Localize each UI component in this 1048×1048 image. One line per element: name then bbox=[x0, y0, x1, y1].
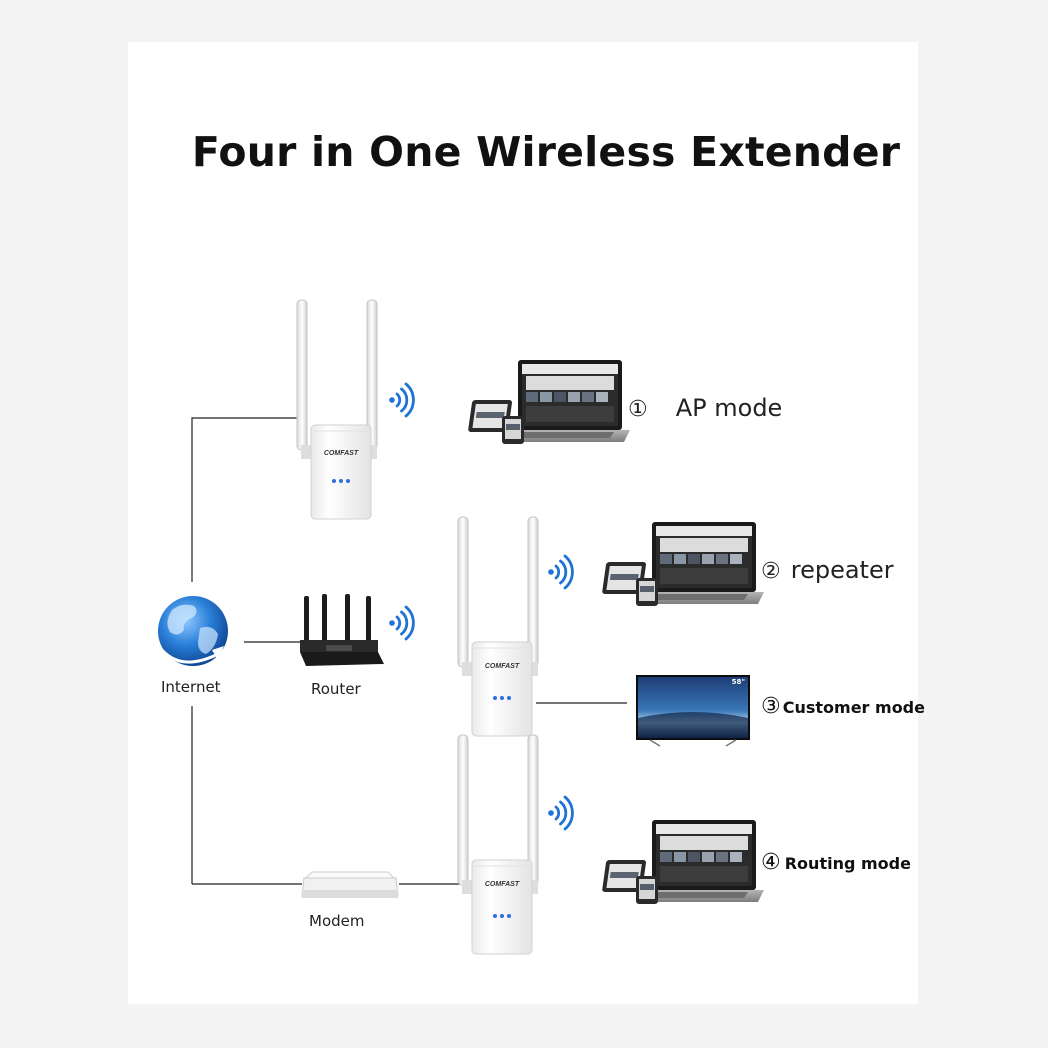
mode-number: ③ bbox=[761, 694, 781, 719]
internet-label: Internet bbox=[161, 678, 221, 696]
extender-brand: COMFAST bbox=[485, 881, 520, 888]
page-title: Four in One Wireless Extender bbox=[191, 128, 901, 176]
laptop-icon bbox=[601, 522, 764, 606]
tv-icon bbox=[636, 675, 750, 747]
router-label: Router bbox=[311, 680, 361, 698]
laptop-icon bbox=[601, 820, 764, 904]
tv-size-badge: 58" bbox=[732, 678, 745, 686]
wifi-icon bbox=[546, 554, 574, 590]
mode-ap: ① AP mode bbox=[628, 394, 782, 422]
extender-routing bbox=[457, 734, 539, 955]
extender-repeater bbox=[457, 516, 539, 737]
laptop-icon bbox=[467, 360, 630, 444]
extender-brand: COMFAST bbox=[485, 663, 520, 670]
mode-label-text: repeater bbox=[790, 556, 894, 584]
mode-label-text: AP mode bbox=[675, 394, 783, 422]
line-internet-to-ap bbox=[191, 417, 298, 582]
extender-brand: COMFAST bbox=[324, 450, 359, 457]
router-icon bbox=[300, 594, 384, 666]
modem-icon bbox=[301, 871, 399, 898]
extender-ap bbox=[296, 299, 378, 520]
wifi-icon bbox=[387, 605, 415, 641]
mode-number: ④ bbox=[761, 850, 781, 875]
globe-icon bbox=[158, 596, 228, 666]
mode-repeater: ② repeater bbox=[761, 556, 894, 584]
diagram-panel bbox=[128, 42, 918, 1004]
wifi-icon bbox=[546, 795, 574, 831]
mode-number: ② bbox=[761, 559, 781, 584]
modem-label: Modem bbox=[309, 912, 365, 930]
mode-number: ① bbox=[628, 397, 648, 422]
wifi-icon bbox=[387, 382, 415, 418]
connection-lines bbox=[191, 417, 627, 885]
mode-label-text: Customer mode bbox=[782, 698, 925, 717]
mode-label-text: Routing mode bbox=[784, 854, 911, 873]
